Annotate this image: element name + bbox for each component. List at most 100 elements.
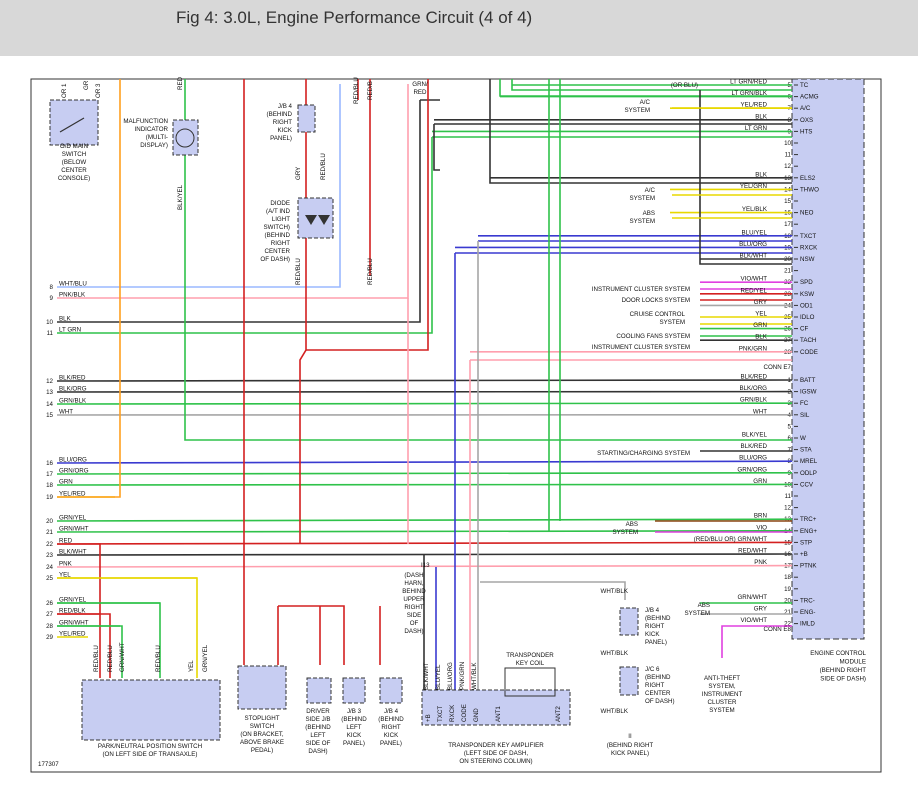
stoplight-switch-label: SWITCH bbox=[250, 723, 274, 730]
ecm-pin-signal: TACH bbox=[800, 337, 816, 344]
ac-system-label-2: SYSTEM bbox=[630, 195, 655, 202]
wht-blk-label: WHT/BLK bbox=[600, 708, 628, 715]
wire-22-down bbox=[57, 543, 101, 678]
jb4-top-box bbox=[297, 104, 316, 133]
amp-pin-label: ANT1 bbox=[495, 706, 502, 722]
ecm-pin-signal: STP bbox=[800, 539, 812, 546]
ecm-wire-color: PNK bbox=[754, 559, 768, 566]
left-wire-number: 22 bbox=[46, 541, 53, 548]
anti-theft-label: SYSTEM, bbox=[708, 683, 735, 690]
od-main-switch-label: (BELOW bbox=[62, 159, 87, 166]
diode-label: LIGHT bbox=[272, 216, 290, 223]
wire-9 bbox=[57, 84, 409, 299]
left-wire-color: GRN/WHT bbox=[59, 620, 89, 627]
ecm-wire-color: GRY bbox=[754, 606, 767, 613]
left-wire-number: 17 bbox=[46, 471, 53, 478]
ac-system-label: SYSTEM bbox=[625, 107, 650, 114]
ac-system-label-2: A/C bbox=[645, 187, 656, 194]
i13-label: I13 bbox=[421, 562, 430, 569]
diode-symbol bbox=[305, 215, 317, 225]
driver-jb-label: DASH) bbox=[308, 748, 327, 755]
left-wire-number: 21 bbox=[46, 529, 53, 536]
amp-pin-label: RXCK bbox=[449, 704, 456, 722]
pnp-wire-label: YEL bbox=[188, 660, 195, 672]
wire-23 bbox=[56, 553, 793, 556]
top-wire-label: GRN/ bbox=[412, 81, 428, 88]
ecm-pin-signal: FC bbox=[800, 400, 809, 407]
left-wire-color: LT GRN bbox=[59, 327, 81, 334]
wire-16 bbox=[56, 460, 793, 464]
jb4-right-label: J/B 4 bbox=[645, 607, 660, 614]
wire-26-down bbox=[57, 602, 161, 678]
abs-system-label: SYSTEM bbox=[630, 218, 655, 225]
transponder-amp-label: ON STEERING COLUMN) bbox=[459, 758, 532, 765]
jb3-label: PANEL) bbox=[343, 740, 365, 747]
left-wire-number: 27 bbox=[46, 611, 53, 618]
amp-pin-label: CODE bbox=[461, 704, 468, 722]
pnp-wire-label: GRN/WHT bbox=[119, 642, 126, 672]
diode-label: RIGHT bbox=[271, 240, 290, 247]
left-wire-color: WHT/BLU bbox=[59, 281, 87, 288]
od-switch-contact bbox=[59, 117, 85, 133]
i13-location: BEHIND bbox=[402, 588, 426, 595]
ecm-pin-signal: +B bbox=[800, 551, 808, 558]
wire-imld bbox=[721, 625, 792, 658]
amp-wire-label: WHT/BLK bbox=[471, 662, 478, 690]
abs-system-label-2: ABS bbox=[626, 521, 638, 528]
jb3-label: LEFT bbox=[346, 724, 361, 731]
left-wire-color: GRN/ORG bbox=[59, 468, 89, 475]
od-main-switch-label: O/D MAIN bbox=[60, 143, 88, 150]
wire-10 bbox=[57, 100, 421, 323]
left-wire-color: BLK bbox=[59, 316, 72, 323]
ecm-pin-signal: TXCT bbox=[800, 233, 816, 240]
jc6-label: RIGHT bbox=[645, 682, 664, 689]
ecm-pin-signal: TC bbox=[800, 82, 809, 89]
ecm-wire-color: BLK bbox=[755, 113, 768, 120]
i13-location: (DASH bbox=[404, 572, 423, 579]
jc6-box bbox=[619, 666, 639, 696]
stoplight-switch-label: PEDAL) bbox=[251, 747, 273, 754]
left-wire-number: 19 bbox=[46, 494, 53, 501]
ecm-pin-signal: ELS2 bbox=[800, 175, 816, 182]
wire-blk-link bbox=[433, 124, 440, 171]
transponder-coil-label: TRANSPONDER bbox=[506, 652, 554, 659]
ecm-pin-signal: IGSW bbox=[800, 389, 817, 396]
top-wire-label: GRY bbox=[295, 167, 302, 180]
jb4-right-label: KICK bbox=[645, 631, 660, 638]
ecm-wire-color: YEL/BLK bbox=[742, 206, 768, 213]
diode-label: CENTER bbox=[265, 248, 291, 255]
ecm-pin-number: 21 bbox=[784, 609, 791, 616]
wire-28-down bbox=[57, 625, 123, 678]
left-wire-number: 12 bbox=[46, 378, 53, 385]
ecm-wire-color: BLK/ORG bbox=[739, 385, 767, 392]
ecm-pin-signal: CODE bbox=[800, 349, 818, 356]
ecm-pin-signal: A/C bbox=[800, 105, 811, 112]
left-wire-color: GRN/YEL bbox=[59, 515, 87, 522]
door-locks-label: DOOR LOCKS SYSTEM bbox=[622, 297, 690, 304]
ecm-pin-signal: NEO bbox=[800, 210, 814, 217]
cruise-control-label: SYSTEM bbox=[660, 319, 685, 326]
left-wire-color: GRN/BLK bbox=[59, 398, 87, 405]
stoplight-switch-label: STOPLIGHT bbox=[245, 715, 280, 722]
ecm-pin-signal: TRC+ bbox=[800, 516, 817, 523]
starting-charging-label: STARTING/CHARGING SYSTEM bbox=[597, 450, 690, 457]
wire-12 bbox=[56, 379, 793, 382]
amp-pin-label: ANT2 bbox=[555, 706, 562, 722]
od-main-switch-label: CONSOLE) bbox=[58, 175, 90, 182]
figure-title: Fig 4: 3.0L, Engine Performance Circuit … bbox=[176, 8, 533, 27]
left-wire-number: 8 bbox=[50, 284, 54, 291]
ecm-label: (BEHIND RIGHT bbox=[820, 667, 867, 674]
wire-red-return bbox=[306, 79, 429, 351]
ecm-wire-color: VIO/WHT bbox=[741, 617, 768, 624]
ecm-pin-signal: MREL bbox=[800, 458, 818, 465]
driver-jb-label: LEFT bbox=[310, 732, 325, 739]
ecm-wire-color: BLK/WHT bbox=[739, 253, 767, 260]
anti-theft-label: ANTI-THEFT bbox=[704, 675, 740, 682]
ecm-pin-number: 11 bbox=[785, 493, 792, 500]
amp-wire-label: PNK/GRN bbox=[459, 662, 466, 690]
top-wire-label: RED/BLU bbox=[353, 77, 360, 104]
ecm-label: ENGINE CONTROL bbox=[810, 650, 866, 657]
ecm-wire-color: YEL/GRN bbox=[740, 183, 767, 190]
left-wire-color: GRN/WHT bbox=[59, 526, 89, 533]
